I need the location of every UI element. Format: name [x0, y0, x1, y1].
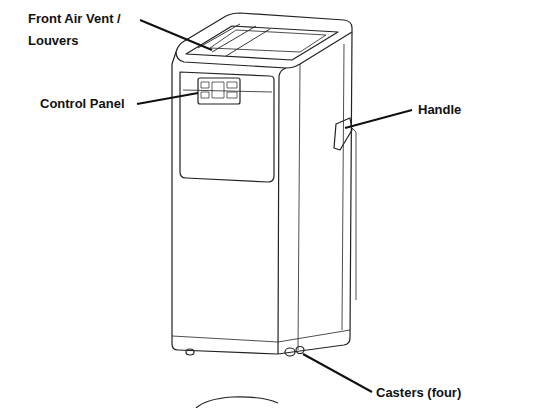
panel-buttons [201, 82, 237, 98]
top-surface [176, 13, 352, 68]
side-rear-edge [342, 44, 344, 330]
leader-line [137, 93, 198, 104]
front-recess [180, 72, 274, 182]
handle [334, 118, 352, 150]
part-label: Handle [418, 99, 461, 121]
base-line [172, 330, 350, 342]
leader-lines [137, 20, 412, 392]
caster [296, 347, 304, 354]
side-hose-slot [352, 128, 356, 300]
leader-line [140, 20, 212, 50]
caster [186, 349, 194, 355]
front-left-edge [172, 52, 278, 354]
side-seam [298, 64, 300, 350]
part-label: Front Air Vent / Louvers [28, 8, 150, 52]
caster [285, 348, 295, 356]
control-panel [198, 78, 240, 104]
leader-line [303, 354, 372, 392]
part-label: Control Panel [40, 93, 125, 115]
side-face [278, 32, 352, 354]
louver-frame [186, 26, 338, 60]
part-label: Casters (four) [376, 382, 461, 404]
leader-line [345, 110, 412, 128]
louvers [198, 24, 270, 56]
louver-panel [210, 30, 326, 52]
accessory-outline [196, 397, 278, 408]
front-right-edge [278, 68, 286, 354]
